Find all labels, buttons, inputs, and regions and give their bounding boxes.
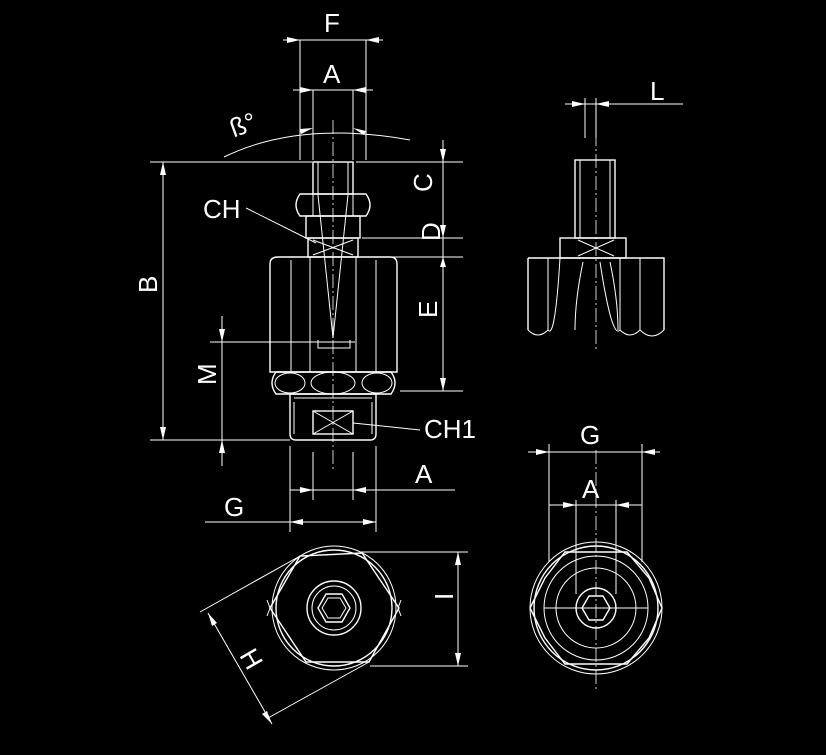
dim-D-label: D bbox=[416, 222, 446, 241]
dim-beta-label: ß° bbox=[225, 106, 260, 143]
dim-B-label: B bbox=[133, 276, 163, 293]
dim-A-right-label: A bbox=[582, 474, 600, 504]
dim-C-label: C bbox=[408, 173, 438, 192]
dim-I-label: I bbox=[429, 593, 459, 600]
dim-M-label: M bbox=[192, 363, 222, 385]
dim-G-left-label: G bbox=[224, 492, 244, 522]
front-view bbox=[269, 120, 398, 470]
dimensions-front: F A ß° CH C D E bbox=[133, 8, 476, 532]
dim-A-bottom-label: A bbox=[415, 459, 433, 489]
side-view: L bbox=[527, 76, 683, 350]
dim-G-right-label: G bbox=[580, 420, 600, 450]
dim-CH-label: CH bbox=[203, 194, 241, 224]
hex-end-view-left: I H bbox=[199, 545, 468, 725]
dim-L-label: L bbox=[650, 76, 664, 106]
dim-E-label: E bbox=[413, 301, 443, 318]
dim-F-label: F bbox=[324, 8, 340, 38]
bottom-nut bbox=[271, 371, 396, 395]
bottom-stem bbox=[289, 393, 377, 441]
hex-body bbox=[269, 194, 398, 373]
dim-H-label: H bbox=[234, 643, 269, 674]
hex-end-view-right: G A bbox=[528, 420, 663, 690]
dim-CH1-label: CH1 bbox=[424, 414, 476, 444]
dim-A-top-label: A bbox=[323, 59, 341, 89]
lock-nut bbox=[295, 193, 371, 217]
